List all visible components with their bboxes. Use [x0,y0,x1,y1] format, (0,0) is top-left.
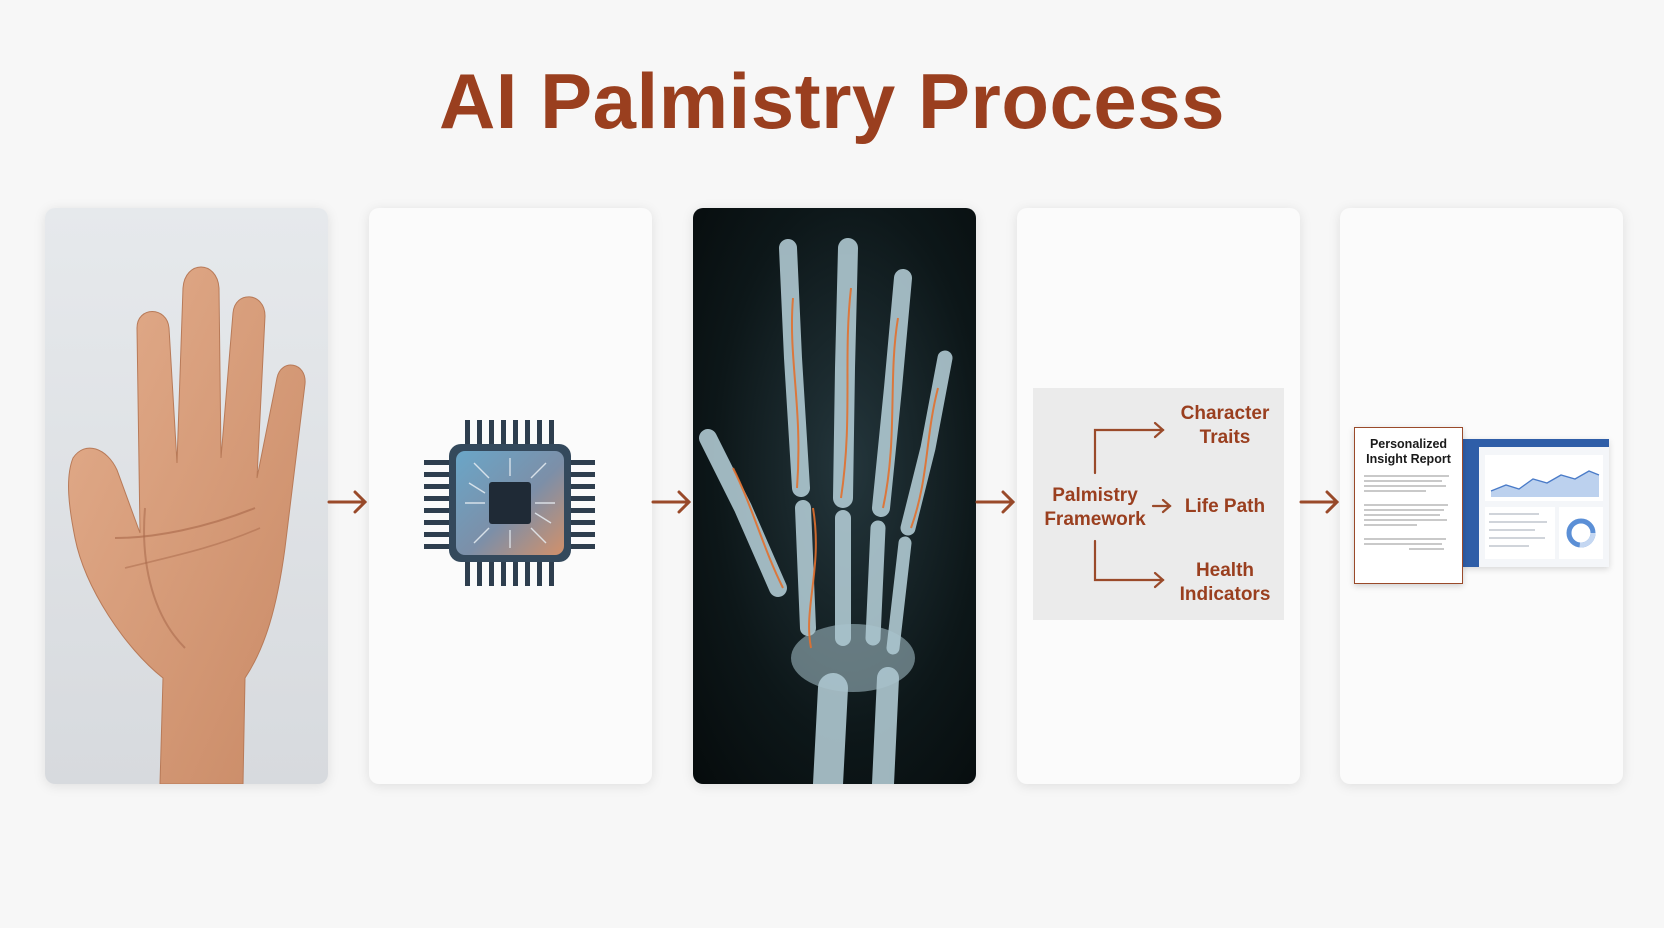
arrow-right-icon [975,490,1016,514]
framework-diagram: Palmistry Framework Character Traits Lif… [1033,388,1284,620]
step-card-xray [693,208,976,784]
step-card-framework: Palmistry Framework Character Traits Lif… [1017,208,1300,784]
step-card-report: Personalized Insight Report [1340,208,1623,784]
step-card-palm [45,208,328,784]
step-card-chip [369,208,652,784]
report-document: Personalized Insight Report [1354,427,1463,584]
arrow-right-icon [327,490,368,514]
open-palm-icon [68,266,306,784]
hand-xray-icon [699,238,953,784]
page-title: AI Palmistry Process [438,57,1226,145]
framework-output-character: Character Traits [1180,403,1270,448]
report-dashboard [1461,439,1609,567]
arrow-right-icon [1299,490,1340,514]
report-text-lines [1364,475,1453,550]
dashboard-chart-icon [1461,439,1609,567]
framework-output-health: Health Indicators [1179,560,1271,605]
arrow-right-icon [651,490,692,514]
framework-source-label: Palmistry Framework [1044,485,1146,530]
framework-output-life-path: Life Path [1184,496,1266,517]
framework-connectors [1093,421,1172,589]
ai-chip-icon [424,420,595,586]
report-doc-title: Personalized Insight Report [1366,437,1451,466]
